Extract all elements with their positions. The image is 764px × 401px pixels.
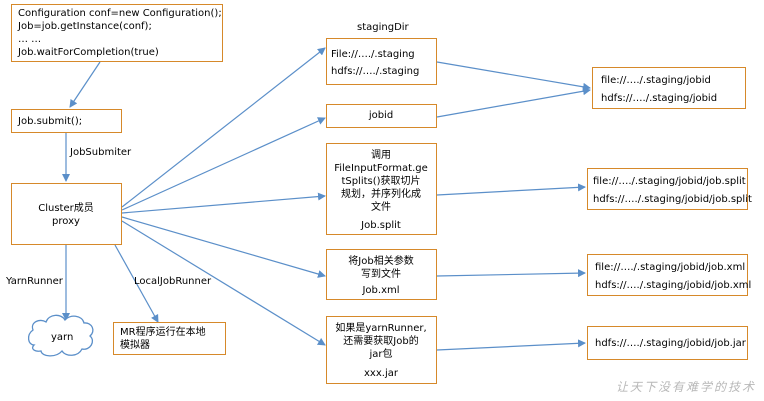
- arrow-cluster-to-staging: [121, 47, 326, 208]
- arrow-jobid-to-result: [436, 87, 591, 118]
- result-jar-box: hdfs://…./.staging/jobid/job.jar: [587, 326, 748, 360]
- result-split-box: file://…./.staging/jobid/job.split hdfs:…: [587, 168, 752, 210]
- arrow-xml-to-result: [436, 269, 586, 278]
- arrow-cluster-to-mr: [114, 244, 159, 323]
- cluster-line-2: proxy: [52, 216, 80, 227]
- localjobrunner-label: LocalJobRunner: [134, 276, 212, 287]
- arrow-config-to-submit: [69, 61, 101, 108]
- xml-line-1: 将Job相关参数: [348, 256, 414, 267]
- jar-line-2: 还需要获取Job的: [343, 336, 419, 347]
- xml-box: 将Job相关参数 写到文件 Job.xml: [326, 249, 437, 300]
- watermark-text: 让天下没有难学的技术: [615, 380, 756, 394]
- split-line-3: tSplits()获取切片: [341, 176, 421, 187]
- split-box: 调用 FileInputFormat.ge tSplits()获取切片 规划，并…: [326, 143, 437, 235]
- mr-line-1: MR程序运行在本地: [120, 327, 206, 338]
- config-code-box: Configuration conf=new Configuration(); …: [11, 4, 223, 62]
- result-jobid-line-2: hdfs://…./.staging/jobid: [601, 93, 718, 104]
- config-line-3: … …: [18, 34, 42, 45]
- split-line-1: 调用: [371, 150, 391, 161]
- local-mr-box: MR程序运行在本地 模拟器: [113, 322, 226, 355]
- cluster-line-1: Cluster成员: [38, 203, 94, 214]
- yarn-cloud-label: yarn: [51, 332, 74, 343]
- result-xml-line-2: hdfs://…./.staging/jobid/job.xml: [595, 280, 752, 291]
- split-line-5: 文件: [371, 202, 391, 213]
- result-xml-box: file://…./.staging/jobid/job.xml hdfs://…: [587, 254, 752, 296]
- arrow-cluster-to-split: [121, 192, 326, 214]
- config-line-4: Job.waitForCompletion(true): [18, 47, 159, 58]
- xml-line-3: Job.xml: [362, 285, 400, 296]
- split-line-6: Job.split: [361, 220, 401, 231]
- split-line-2: FileInputFormat.ge: [334, 163, 428, 174]
- config-line-1: Configuration conf=new Configuration();: [18, 8, 222, 19]
- jobid-box: jobid: [326, 104, 437, 128]
- jar-box: 如果是yarnRunner, 还需要获取Job的 jar包 xxx.jar: [326, 316, 437, 384]
- result-split-line-1: file://…./.staging/jobid/job.split: [593, 176, 746, 187]
- result-jobid-box: file://…./.staging/jobid hdfs://…./.stag…: [592, 67, 746, 109]
- staging-dir-label: stagingDir: [357, 22, 409, 33]
- yarn-cloud-shape: [27, 314, 94, 357]
- arrow-split-to-result: [436, 183, 586, 196]
- jar-line-3: jar包: [369, 349, 393, 360]
- result-split-line-2: hdfs://…./.staging/jobid/job.split: [593, 194, 752, 205]
- yarnrunner-label: YarnRunner: [6, 276, 63, 287]
- mr-line-2: 模拟器: [120, 340, 150, 351]
- result-jobid-line-1: file://…./.staging/jobid: [601, 75, 711, 86]
- arrow-jar-to-result: [436, 339, 586, 351]
- config-line-2: Job=job.getInstance(conf);: [18, 21, 152, 32]
- job-submit-text: Job.submit();: [18, 116, 83, 127]
- cluster-proxy-box: Cluster成员 proxy: [11, 183, 122, 245]
- jar-line-4: xxx.jar: [364, 368, 398, 379]
- xml-line-2: 写到文件: [361, 269, 401, 280]
- jobsubmiter-label: JobSubmiter: [70, 147, 132, 158]
- split-line-4: 规划，并序列化成: [341, 189, 421, 200]
- result-xml-line-1: file://…./.staging/jobid/job.xml: [595, 262, 746, 273]
- jobid-text: jobid: [368, 110, 394, 121]
- job-submit-box: Job.submit();: [11, 109, 122, 133]
- arrow-cluster-to-jar: [121, 220, 326, 346]
- jar-line-1: 如果是yarnRunner,: [335, 323, 427, 334]
- staging-box: File://…./.staging hdfs://…./.staging: [326, 38, 437, 85]
- result-jar-text: hdfs://…./.staging/jobid/job.jar: [595, 338, 746, 349]
- arrow-staging-to-result: [436, 61, 591, 91]
- arrow-cluster-to-xml: [121, 216, 326, 278]
- staging-line-1: File://…./.staging: [331, 49, 415, 60]
- arrow-cluster-to-jobid: [121, 117, 326, 211]
- staging-line-2: hdfs://…./.staging: [331, 66, 420, 77]
